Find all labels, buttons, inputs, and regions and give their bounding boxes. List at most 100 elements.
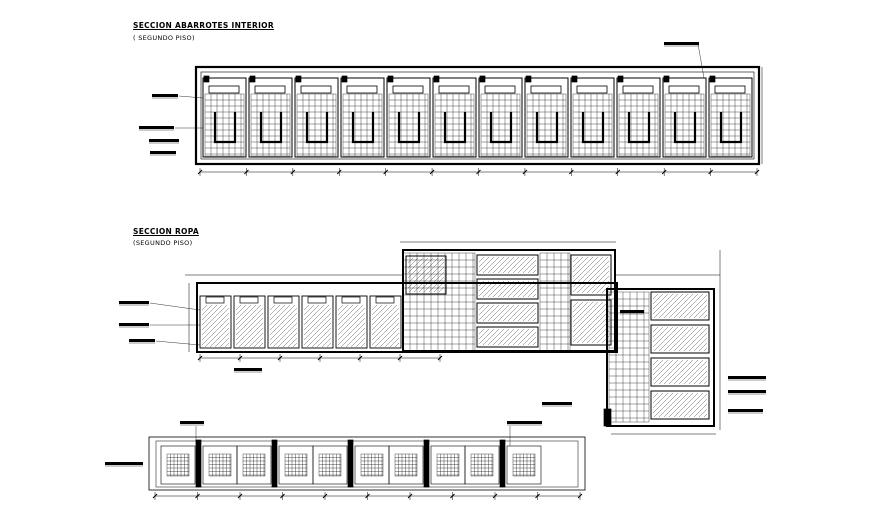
room-hatch bbox=[572, 256, 610, 294]
lower-inner bbox=[155, 440, 579, 488]
right-wing-wall bbox=[606, 288, 715, 427]
column bbox=[433, 75, 440, 83]
right-wing-tile-grid bbox=[608, 291, 650, 423]
module-room bbox=[430, 445, 466, 485]
shop-unit bbox=[202, 77, 247, 158]
column bbox=[603, 408, 612, 427]
annotation-leader bbox=[150, 151, 176, 156]
column bbox=[525, 75, 532, 83]
leader-line bbox=[697, 43, 705, 79]
annotation-leader bbox=[129, 339, 155, 344]
shelf bbox=[341, 296, 361, 304]
annotation-leader bbox=[728, 409, 763, 414]
section-subtitle-abarrotes: ( SEGUNDO PISO) bbox=[133, 34, 195, 42]
unit-floor-grid bbox=[572, 93, 613, 157]
floor-hatch bbox=[303, 304, 332, 348]
unit-floor-grid bbox=[342, 93, 383, 157]
module-tile-grid bbox=[394, 453, 418, 477]
annotation-leader bbox=[119, 301, 149, 306]
shop-unit bbox=[386, 77, 431, 158]
room-hatch bbox=[652, 326, 708, 352]
dimension-line-plan2 bbox=[197, 354, 443, 362]
column bbox=[271, 439, 278, 488]
counter bbox=[392, 85, 424, 94]
annotation-leader bbox=[139, 126, 174, 131]
module-tile-grid bbox=[284, 453, 308, 477]
unit-floor-grid bbox=[480, 93, 521, 157]
counter bbox=[484, 85, 516, 94]
display-rack bbox=[476, 254, 539, 276]
section-subtitle-ropa: (SEGUNDO PISO) bbox=[133, 239, 193, 247]
module-room bbox=[388, 445, 424, 485]
room-hatch bbox=[407, 257, 445, 293]
central-tile-grid bbox=[402, 252, 476, 352]
rack-hatch bbox=[478, 280, 537, 298]
u-shaped-shelf bbox=[489, 112, 513, 144]
store-unit bbox=[301, 295, 334, 349]
floor-hatch bbox=[269, 304, 298, 348]
lower-outline bbox=[148, 436, 586, 491]
store-unit bbox=[267, 295, 300, 349]
column bbox=[249, 75, 256, 83]
section-title-ropa: SECCION ROPA bbox=[133, 227, 199, 236]
module-tile-grid bbox=[242, 453, 266, 477]
store-unit bbox=[233, 295, 266, 349]
counter bbox=[300, 85, 332, 94]
u-shaped-shelf bbox=[259, 112, 283, 144]
column bbox=[617, 75, 624, 83]
shop-unit bbox=[662, 77, 707, 158]
rack-hatch bbox=[478, 304, 537, 322]
unit-floor-grid bbox=[664, 93, 705, 157]
module-tile-grid bbox=[208, 453, 232, 477]
unit-floor-grid bbox=[250, 93, 291, 157]
annotation-leader bbox=[620, 310, 644, 315]
unit-floor-grid bbox=[388, 93, 429, 157]
leader-line bbox=[149, 302, 201, 311]
shop-unit bbox=[708, 77, 753, 158]
module-tile-grid bbox=[360, 453, 384, 477]
shop-unit bbox=[478, 77, 523, 158]
dimension-line-plan3 bbox=[152, 492, 583, 500]
shop-unit bbox=[570, 77, 615, 158]
u-shaped-shelf bbox=[443, 112, 467, 144]
module-room bbox=[202, 445, 238, 485]
unit-floor-grid bbox=[204, 93, 245, 157]
counter bbox=[208, 85, 240, 94]
column bbox=[499, 439, 506, 488]
u-shaped-shelf bbox=[213, 112, 237, 144]
plan-lower-section bbox=[105, 421, 586, 500]
shop-unit bbox=[248, 77, 293, 158]
room-hatch bbox=[572, 301, 610, 344]
module-room bbox=[312, 445, 348, 485]
room bbox=[650, 357, 710, 387]
plan-ropa bbox=[119, 241, 766, 435]
floor-hatch bbox=[235, 304, 264, 348]
shelf bbox=[307, 296, 327, 304]
room-hatch bbox=[652, 359, 708, 385]
column bbox=[195, 439, 202, 488]
annotation-leader bbox=[664, 42, 699, 47]
counter bbox=[346, 85, 378, 94]
leader-line bbox=[155, 340, 201, 346]
column bbox=[423, 439, 430, 488]
column bbox=[571, 75, 578, 83]
room bbox=[650, 324, 710, 354]
shop-unit bbox=[524, 77, 569, 158]
floor-hatch bbox=[371, 304, 400, 348]
u-shaped-shelf bbox=[305, 112, 329, 144]
corner-room bbox=[570, 254, 612, 296]
counter bbox=[714, 85, 746, 94]
column bbox=[295, 75, 302, 83]
module-room bbox=[506, 445, 542, 485]
rack-hatch bbox=[478, 256, 537, 274]
shop-unit bbox=[616, 77, 661, 158]
shelf bbox=[205, 296, 225, 304]
unit-floor-grid bbox=[296, 93, 337, 157]
shop-unit bbox=[432, 77, 477, 158]
column bbox=[347, 439, 354, 488]
u-shaped-shelf bbox=[581, 112, 605, 144]
counter bbox=[576, 85, 608, 94]
column bbox=[479, 75, 486, 83]
unit-floor-grid bbox=[526, 93, 567, 157]
